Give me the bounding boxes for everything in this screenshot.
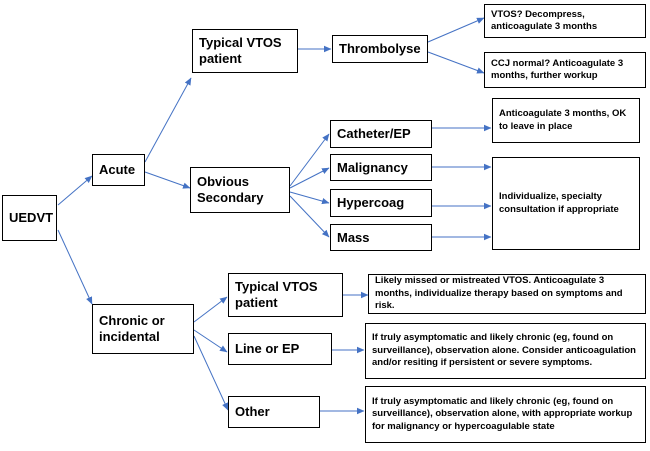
node-chronic-or-incidental: Chronic or incidental (92, 304, 194, 354)
arrow-acute-to-obvious-secondary (144, 171, 191, 189)
node-malignancy: Malignancy (330, 154, 432, 181)
node-mass: Mass (330, 224, 432, 251)
node-individualize: Individualize, specialty consultation if… (492, 157, 640, 250)
arrow-secondary-to-catheter (289, 133, 330, 187)
node-typical-vtos-chronic: Typical VTOS patient (228, 273, 343, 317)
arrow-uedvt-to-acute (57, 175, 93, 206)
arrow-uedvt-to-chronic (57, 229, 93, 305)
node-hypercoag: Hypercoag (330, 189, 432, 217)
node-other: Other (228, 396, 320, 428)
node-acute: Acute (92, 154, 145, 186)
node-other-outcome: If truly asymptomatic and likely chronic… (365, 386, 646, 443)
node-anticoag-leave-in-place: Anticoagulate 3 months, OK to leave in p… (492, 98, 640, 143)
node-line-ep-outcome: If truly asymptomatic and likely chronic… (365, 323, 646, 379)
node-line-or-ep: Line or EP (228, 333, 332, 365)
node-likely-missed-vtos: Likely missed or mistreated VTOS. Antico… (368, 274, 646, 314)
arrow-thrombolyse-to-decompress (427, 17, 485, 43)
node-catheter-ep: Catheter/EP (330, 120, 432, 148)
arrow-chronic-to-line-ep (193, 329, 228, 353)
arrow-acute-to-typical-vtos (144, 77, 192, 163)
arrow-chronic-to-other (193, 335, 229, 411)
arrow-thrombolyse-to-ccj (427, 51, 485, 74)
node-ccj-normal: CCJ normal? Anticoagulate 3 months, furt… (484, 52, 646, 88)
node-vtos-decompress: VTOS? Decompress, anticoagulate 3 months (484, 4, 646, 38)
node-thrombolyse: Thrombolyse (332, 35, 428, 63)
arrow-chronic-to-typical-vtos (193, 296, 228, 323)
node-uedvt: UEDVT (2, 195, 57, 241)
node-obvious-secondary: Obvious Secondary (190, 167, 290, 213)
arrow-secondary-to-hypercoag (289, 191, 330, 205)
node-typical-vtos-acute: Typical VTOS patient (192, 29, 298, 73)
arrow-secondary-to-mass (289, 195, 330, 238)
arrow-secondary-to-malignancy (289, 167, 330, 189)
